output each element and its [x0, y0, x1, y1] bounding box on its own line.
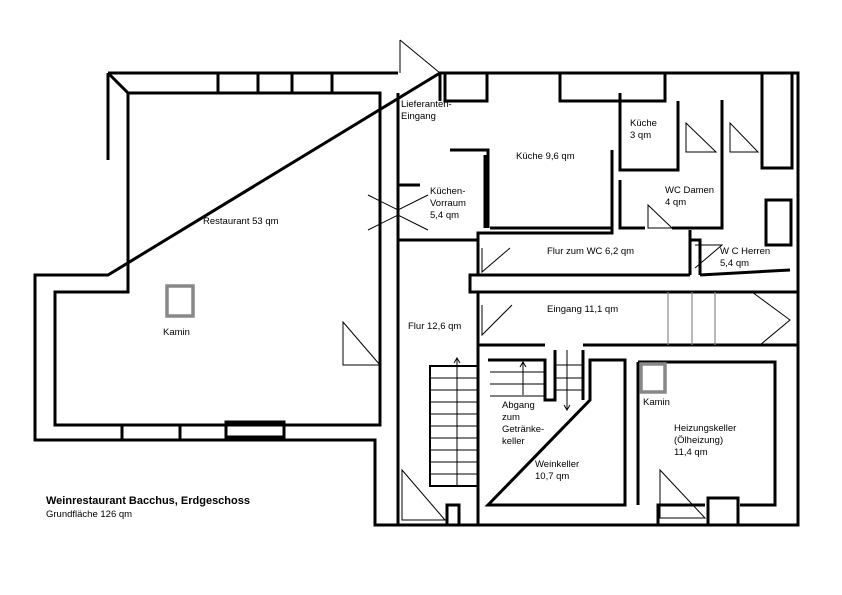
windows [106, 71, 794, 527]
kitchen-wall [396, 73, 614, 242]
kamin-restaurant [165, 284, 195, 318]
corridor-wc-wall [468, 238, 798, 294]
room-label-flur-wc: Flur zum WC 6,2 qm [547, 246, 635, 257]
label-line: Eingang [401, 111, 436, 122]
door-swings [342, 39, 791, 521]
kamin-heizung [639, 362, 667, 394]
label-line: W C Herren [720, 246, 771, 257]
label-line: Weinkeller [535, 459, 580, 470]
label-line: WC Damen [665, 185, 715, 196]
label-line: 3 qm [630, 130, 652, 141]
room-label-lieferanten: Lieferanten-Eingang [401, 99, 452, 123]
kamin-label: Kamin [163, 327, 190, 338]
kamin-label-heizung: Kamin [643, 397, 670, 408]
label-line: Getränke- [502, 424, 545, 435]
label-line: Lieferanten- [401, 99, 452, 110]
label-line: (Ölheizung) [674, 435, 724, 446]
restaurant-inner-wall [53, 91, 382, 427]
label-line: 5,4 qm [720, 258, 750, 269]
room-label-eingang: Eingang 11,1 qm [547, 304, 619, 315]
room-label-flur: Flur 12,6 qm [408, 321, 462, 332]
label-line: Küche [630, 118, 657, 129]
label-line: zum [502, 412, 520, 423]
staircase [429, 350, 583, 487]
label-line: Küchen- [430, 186, 466, 197]
weinkeller-wall [478, 343, 798, 507]
label-line: 10,7 qm [535, 471, 570, 482]
room-label-heizungskeller: Heizungskeller(Ölheizung)11,4 qm [674, 423, 736, 459]
label-line: Vorraum [430, 198, 466, 209]
room-label-restaurant: Restaurant 53 qm [203, 216, 279, 227]
room-label-kueche: Küche 9,6 qm [516, 151, 575, 162]
label-line: Heizungskeller [674, 423, 737, 434]
label-line: 5,4 qm [430, 210, 460, 221]
label-line: keller [502, 436, 525, 447]
plan-subtitle: Grundfläche 126 qm [46, 509, 133, 520]
kitchen-room-wall [483, 93, 724, 275]
heizungskeller-wall [636, 360, 777, 525]
plan-title: Weinrestaurant Bacchus, Erdgeschoss [46, 495, 250, 507]
label-line: Abgang [502, 400, 535, 411]
flur-wall [396, 240, 480, 525]
label-line: 11,4 qm [674, 447, 708, 458]
label-line: 4 qm [665, 197, 687, 208]
